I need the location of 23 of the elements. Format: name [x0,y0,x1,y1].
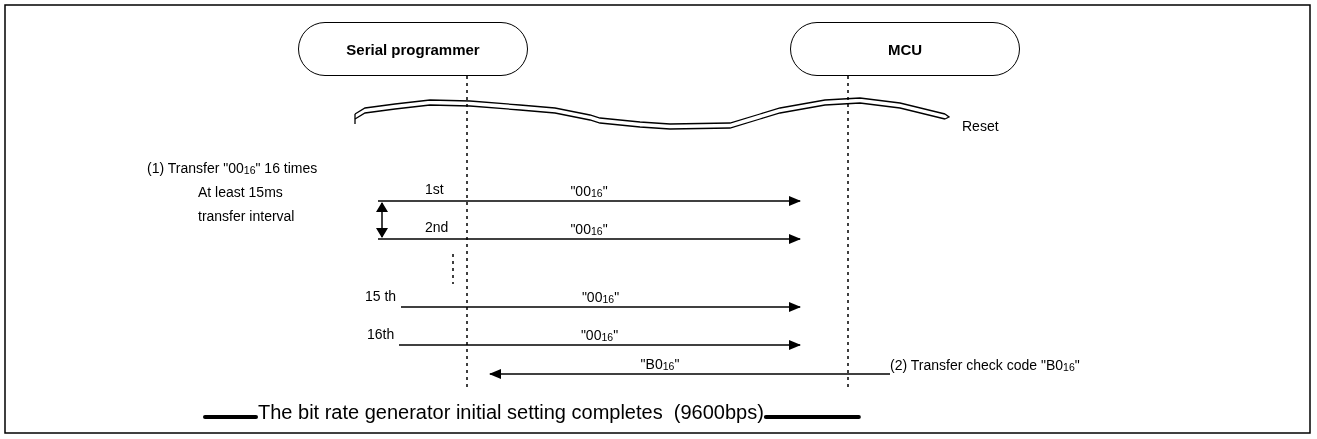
sequence-number: 2nd [425,219,449,236]
message-arrow [377,234,801,244]
message-arrow [377,196,801,206]
step-label: (1) Transfer "00$_{16}$" 16 times [147,160,318,178]
sequence-number: 1st [425,181,444,198]
lifeline-header [298,22,528,76]
edge-label: "00$_{16}$" [579,289,622,306]
participant-name: Serial programmer [346,40,480,58]
participant-name: MCU [887,40,923,58]
edge-label: "00$_{16}$" [578,327,621,344]
lifeline-header [790,22,1020,76]
sequence-number: 15 th [365,288,397,305]
edge-label: "00$_{16}$" [568,221,610,238]
signal-name: Reset [962,118,999,135]
step-label: (2) Transfer check code "B0$_{16}$" [890,357,1080,375]
interval-note: At least 15ms transfer interval [198,183,296,226]
message-arrow [489,369,891,379]
message-arrow [398,340,801,350]
edge-label: "B0$_{16}$" [638,356,682,373]
sequence-number: 16th [367,326,395,343]
message-arrow [400,302,801,312]
edge-label: "00$_{16}$" [568,183,610,200]
completion-note: The bit rate generator initial setting completes (9600bps) [258,401,764,423]
